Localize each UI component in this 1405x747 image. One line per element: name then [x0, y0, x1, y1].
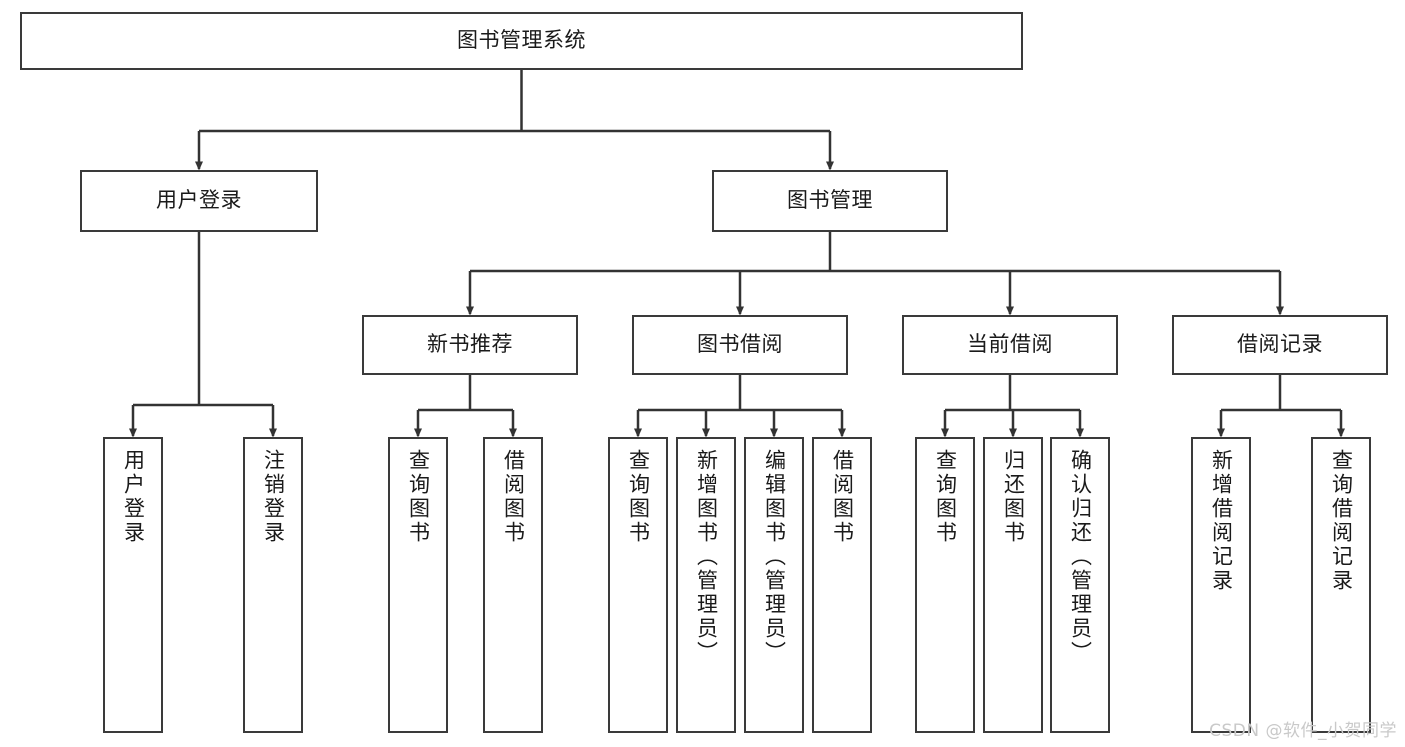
leaf-borrow-add-book[interactable]: 新增图书（管理员）: [676, 437, 736, 733]
leaf-record-query[interactable]: 查询借阅记录: [1311, 437, 1371, 733]
node-label: 图书管理系统: [457, 28, 586, 53]
leaf-recommend-borrow-book[interactable]: 借阅图书: [483, 437, 543, 733]
leaf-user-login[interactable]: 用户登录: [103, 437, 163, 733]
node-label: 当前借阅: [967, 332, 1053, 357]
node-label: 用户登录: [121, 449, 146, 545]
leaf-borrow-edit-book[interactable]: 编辑图书（管理员）: [744, 437, 804, 733]
node-user-login[interactable]: 用户登录: [80, 170, 318, 232]
node-label: 查询借阅记录: [1329, 449, 1354, 593]
leaf-borrow-query-book[interactable]: 查询图书: [608, 437, 668, 733]
node-new-book-recommend[interactable]: 新书推荐: [362, 315, 578, 375]
node-book-borrow[interactable]: 图书借阅: [632, 315, 848, 375]
leaf-recommend-query-book[interactable]: 查询图书: [388, 437, 448, 733]
node-current-borrow[interactable]: 当前借阅: [902, 315, 1118, 375]
node-label: 图书管理: [787, 188, 873, 213]
leaf-current-return-book[interactable]: 归还图书: [983, 437, 1043, 733]
node-label: 确认归还（管理员）: [1068, 449, 1093, 665]
node-label: 图书借阅: [697, 332, 783, 357]
node-label: 借阅记录: [1237, 332, 1323, 357]
node-book-manage[interactable]: 图书管理: [712, 170, 948, 232]
node-label: 注销登录: [261, 449, 286, 545]
node-label: 查询图书: [933, 449, 958, 545]
leaf-record-add[interactable]: 新增借阅记录: [1191, 437, 1251, 733]
node-label: 用户登录: [156, 188, 242, 213]
leaf-logout[interactable]: 注销登录: [243, 437, 303, 733]
node-borrow-record[interactable]: 借阅记录: [1172, 315, 1388, 375]
node-label: 新书推荐: [427, 332, 513, 357]
csdn-watermark: CSDN @软件_小贺同学: [1209, 721, 1397, 741]
node-label: 查询图书: [626, 449, 651, 545]
node-label: 编辑图书（管理员）: [762, 449, 787, 665]
leaf-borrow-borrow-book[interactable]: 借阅图书: [812, 437, 872, 733]
node-label: 新增借阅记录: [1209, 449, 1234, 593]
node-label: 新增图书（管理员）: [694, 449, 719, 665]
leaf-current-confirm-return[interactable]: 确认归还（管理员）: [1050, 437, 1110, 733]
node-label: 借阅图书: [830, 449, 855, 545]
node-label: 归还图书: [1001, 449, 1026, 545]
node-label: 借阅图书: [501, 449, 526, 545]
node-root-system[interactable]: 图书管理系统: [20, 12, 1023, 70]
leaf-current-query-book[interactable]: 查询图书: [915, 437, 975, 733]
node-label: 查询图书: [406, 449, 431, 545]
